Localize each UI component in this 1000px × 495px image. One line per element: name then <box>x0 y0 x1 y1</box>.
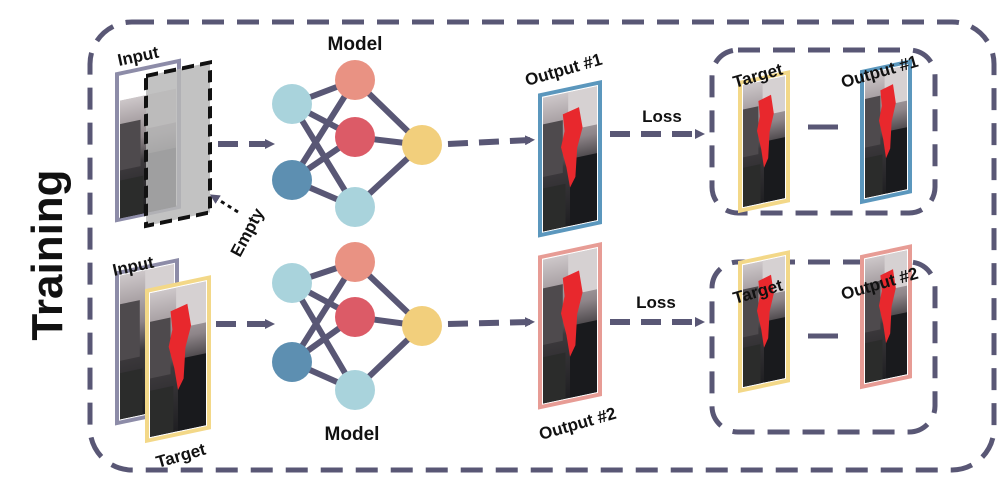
empty-pointer-arrow <box>209 194 239 214</box>
top-model-label: Model <box>328 34 383 55</box>
bottom-loss-label: Loss <box>636 293 676 312</box>
model-node <box>335 297 375 337</box>
model-node <box>335 60 375 100</box>
model-node <box>402 125 442 165</box>
top-compare-output <box>860 59 912 205</box>
empty-frame <box>144 59 212 229</box>
model-node <box>335 187 375 227</box>
output2-label: Output #2 <box>537 404 619 444</box>
training-title: Training <box>23 169 72 340</box>
model-node <box>272 84 312 124</box>
bottom-compare-target <box>738 250 790 394</box>
model-node <box>272 263 312 303</box>
bottom-model-to-output-arrow <box>447 317 535 328</box>
bottom-model-network <box>272 242 442 410</box>
model-node <box>335 242 375 282</box>
bottom-model-label: Model <box>325 424 380 445</box>
model-node <box>402 306 442 346</box>
model-node <box>335 370 375 410</box>
top-compare-target <box>738 70 790 214</box>
top-model-network <box>272 60 442 227</box>
top-compare-box <box>709 47 938 216</box>
model-node <box>272 160 312 200</box>
top-loss-label: Loss <box>642 107 682 126</box>
top-model-to-output-arrow <box>447 135 535 147</box>
bottom-compare-output <box>860 244 912 390</box>
bottom-target-label: Target <box>154 440 208 472</box>
output1-image <box>538 80 602 238</box>
training-frame <box>87 19 997 473</box>
bottom-input-stack <box>115 257 211 444</box>
bottom-compare-box <box>709 259 938 435</box>
model-node <box>272 342 312 382</box>
empty-label: Empty <box>227 205 268 260</box>
top-input-stack <box>115 58 212 229</box>
model-node <box>335 117 375 157</box>
output2-image <box>538 242 602 410</box>
